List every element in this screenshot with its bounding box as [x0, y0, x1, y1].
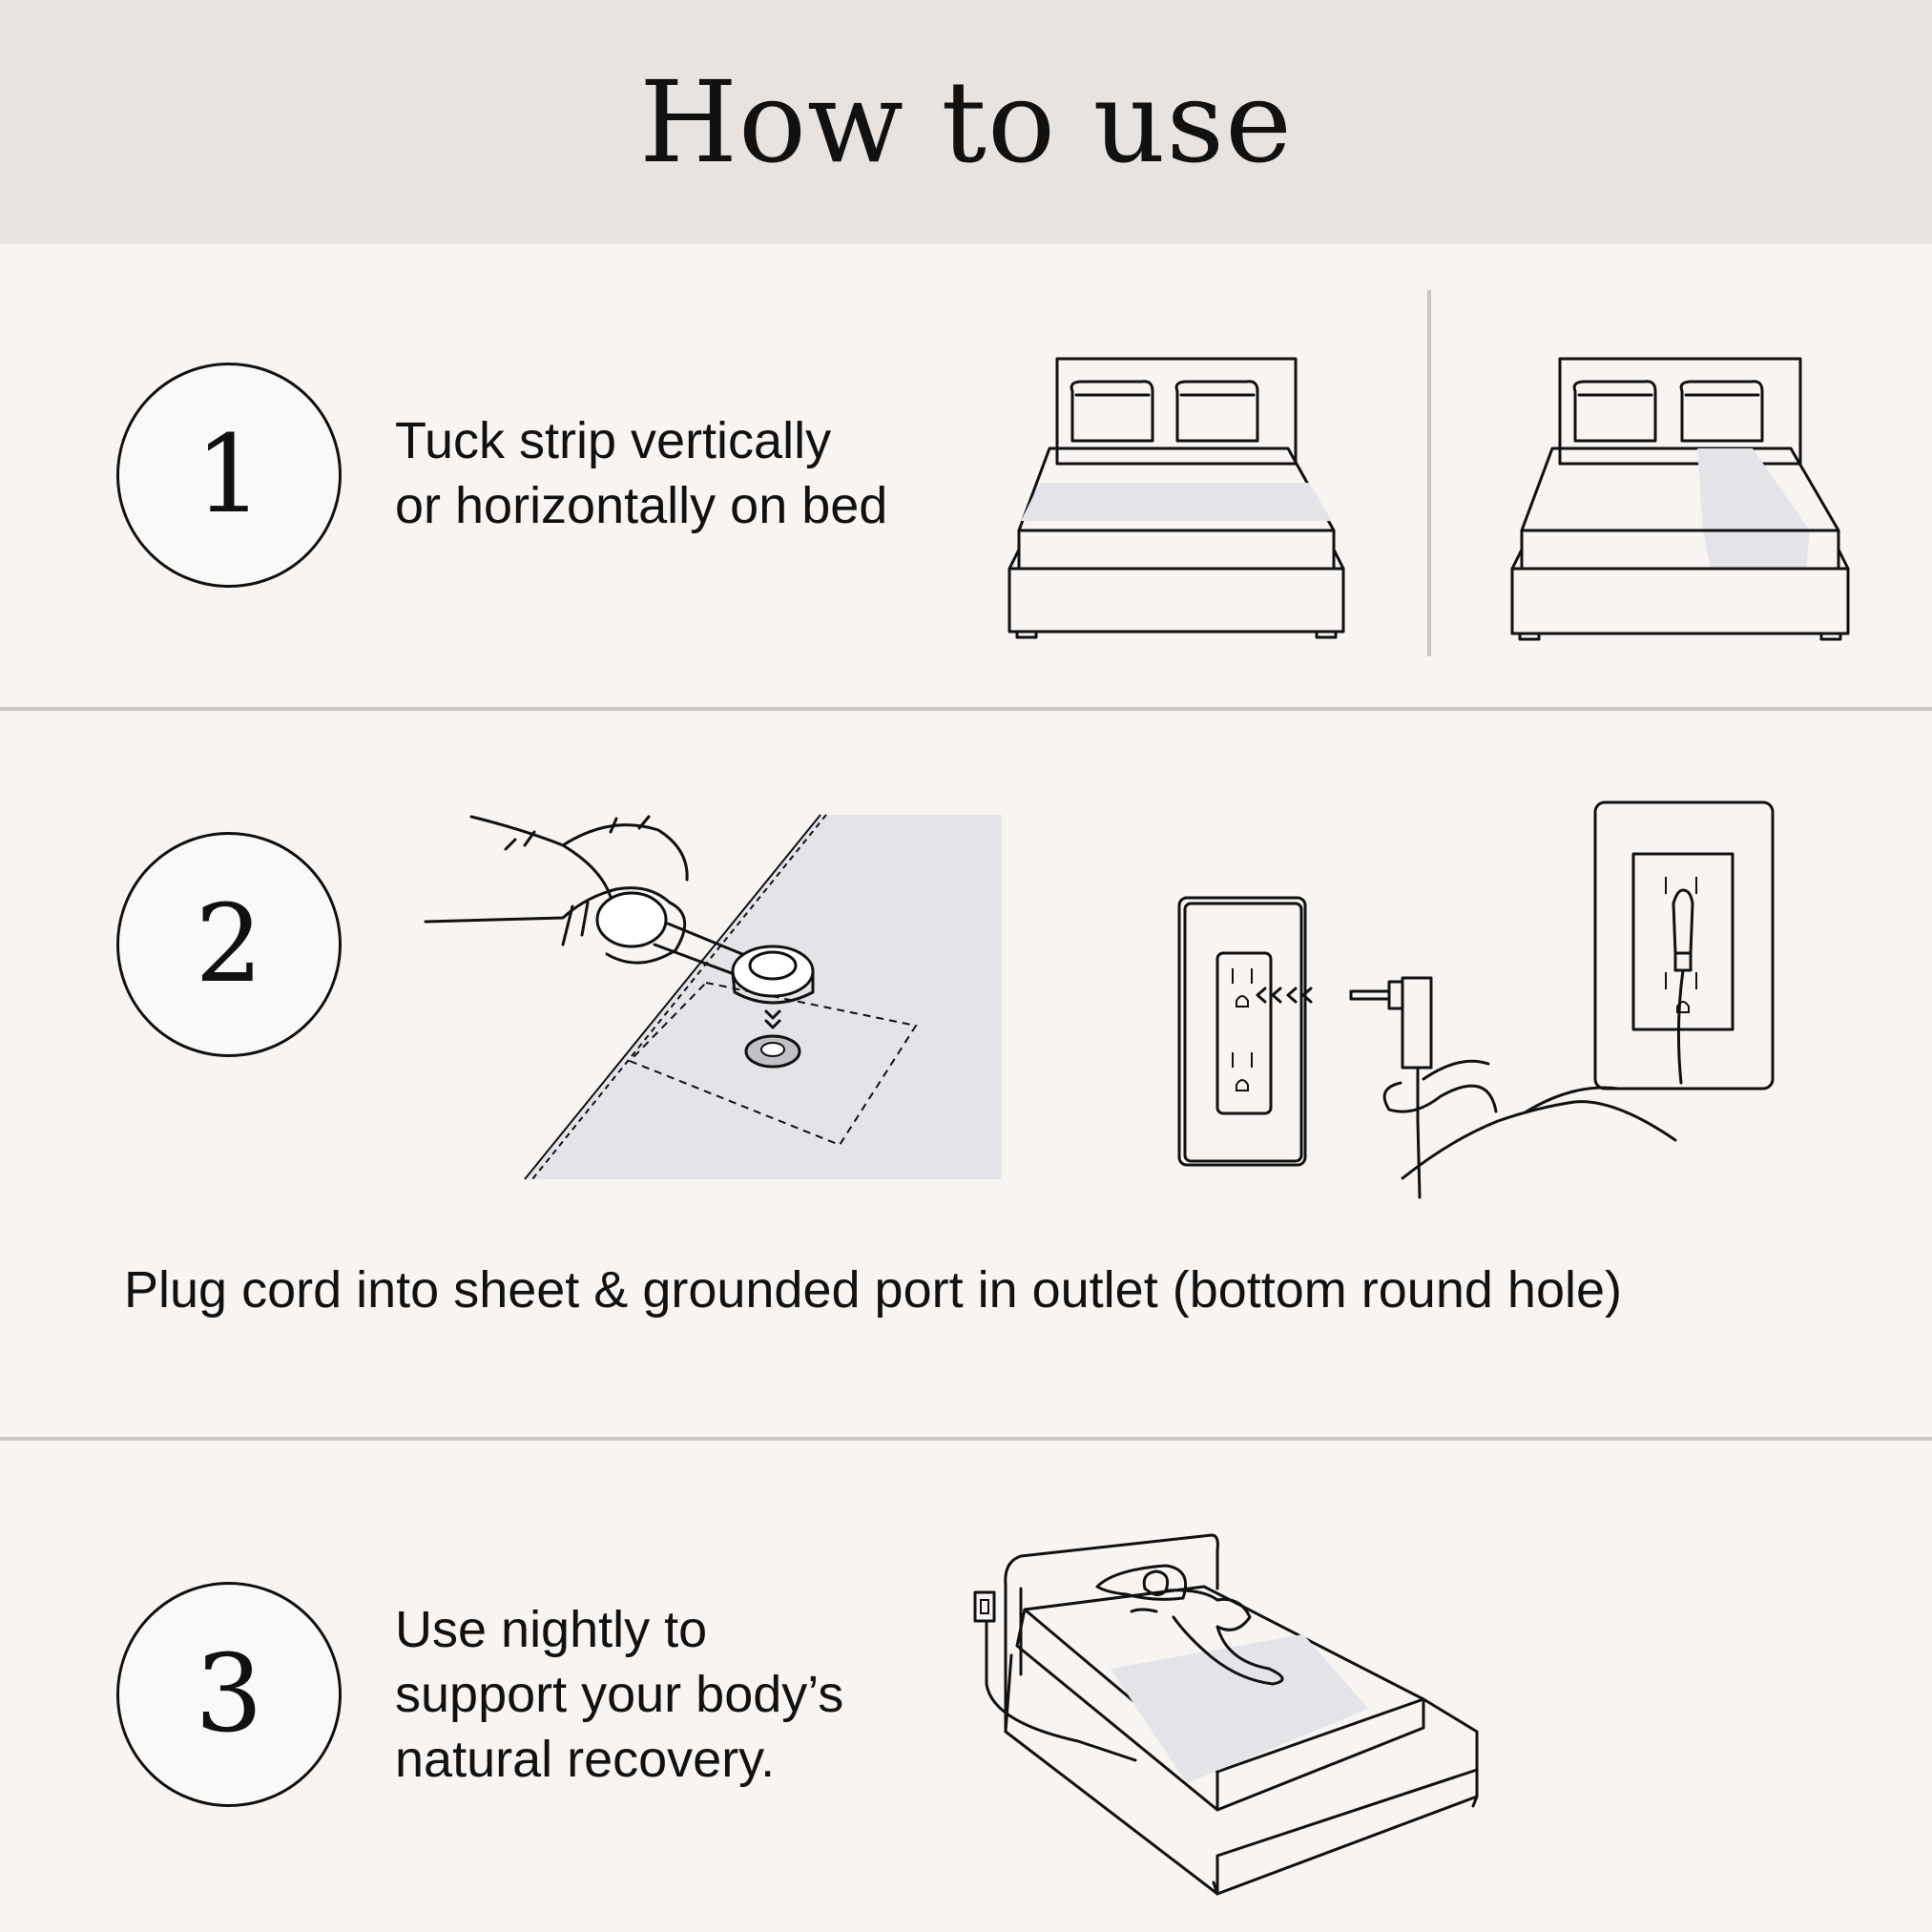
divider-2: [0, 1437, 1932, 1441]
step-2-number: 2: [116, 832, 342, 1057]
person-sleeping-illustration: [973, 1533, 1479, 1896]
snap-connector-illustration: [424, 814, 1002, 1180]
step-3-line-3: natural recovery.: [395, 1731, 776, 1788]
step-1-line-2: or horizontally on bed: [395, 477, 888, 534]
step-3-line-2: support your body’s: [395, 1666, 844, 1723]
step-3-text: Use nightly to support your body’s natur…: [395, 1597, 843, 1792]
step-3-line-1: Use nightly to: [395, 1601, 708, 1658]
bed-horizontal-strip-illustration: [1008, 357, 1345, 639]
step-1-number: 1: [116, 363, 342, 588]
page-title: How to use: [639, 56, 1293, 188]
step-1-line-1: Tuck strip vertically: [395, 412, 832, 469]
bed-vertical-strip-illustration: [1510, 357, 1850, 641]
outlet-plugged-illustration: [1401, 800, 1775, 1180]
outlet-plug-in-illustration: [1177, 896, 1498, 1199]
step-3-number: 3: [116, 1582, 342, 1807]
step-1-text: Tuck strip vertically or horizontally on…: [395, 408, 887, 538]
divider-1: [0, 707, 1932, 711]
step-2-caption: Plug cord into sheet & grounded port in …: [124, 1261, 1622, 1319]
header-banner: How to use: [0, 0, 1932, 244]
step-1-separator: [1427, 290, 1431, 656]
